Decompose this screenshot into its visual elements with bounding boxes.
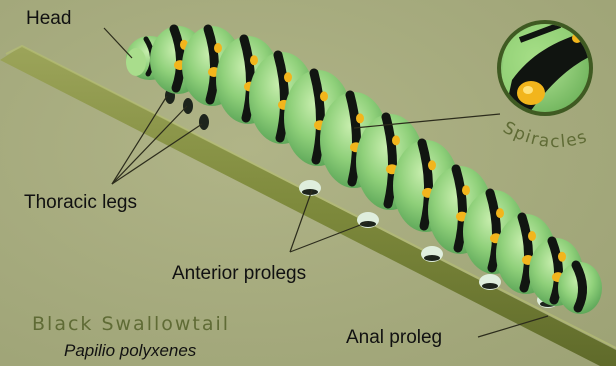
yellow-spot — [392, 135, 400, 145]
thoracic-leg — [183, 98, 193, 114]
yellow-spot — [428, 160, 436, 170]
spiracles-label: Spiracles — [500, 118, 591, 152]
thoracic-leg — [199, 114, 209, 130]
yellow-spot — [250, 55, 258, 65]
head-label: Head — [26, 8, 71, 30]
yellow-spot — [214, 43, 222, 53]
yellow-spot — [528, 231, 536, 241]
scientific-name: Papilio polyxenes — [64, 341, 196, 361]
spiracles-zoom-circle — [497, 10, 600, 116]
caterpillar-head — [126, 48, 146, 76]
common-name: Black Swallowtail — [32, 313, 230, 335]
yellow-spot — [558, 252, 566, 262]
thoracic-legs-label: Thoracic legs — [24, 192, 137, 214]
yellow-spot — [320, 91, 328, 101]
yellow-spot — [496, 208, 504, 218]
anal-proleg-label: Anal proleg — [346, 327, 442, 349]
anterior-prolegs-label: Anterior prolegs — [172, 263, 306, 285]
head-leader-line — [104, 28, 132, 58]
yellow-spot — [284, 72, 292, 82]
yellow-spot — [462, 185, 470, 195]
yellow-spot — [356, 113, 364, 123]
